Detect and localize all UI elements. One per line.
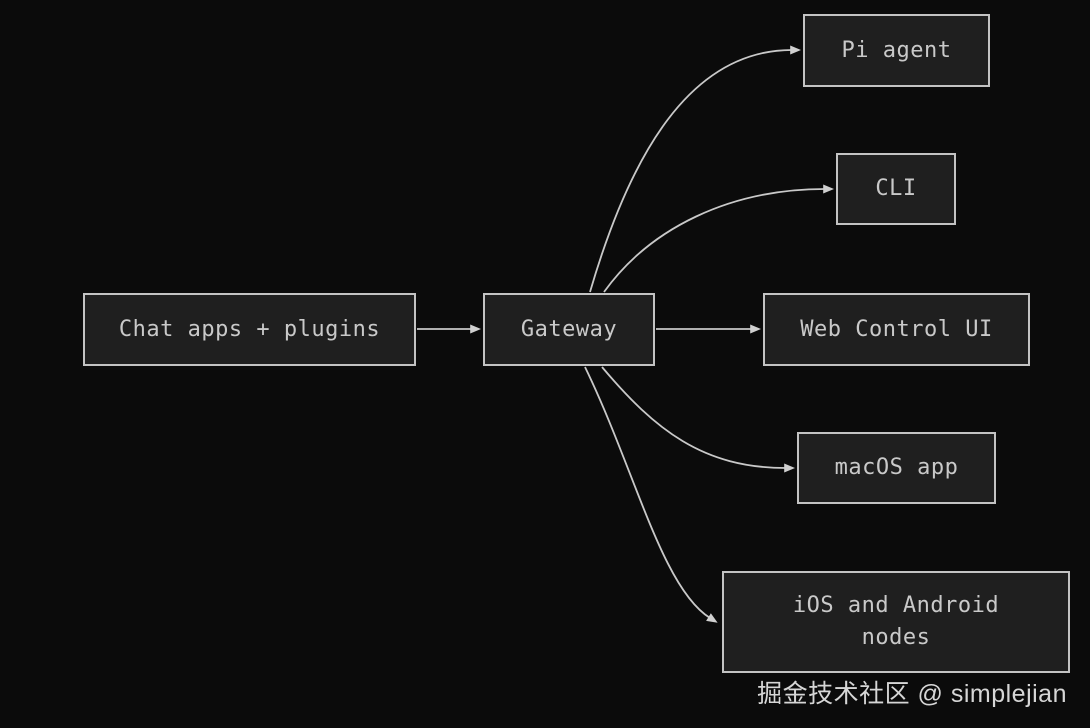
node-cli: CLI	[836, 153, 956, 225]
edge-gateway-to-macos-app	[601, 366, 795, 473]
node-gateway: Gateway	[483, 293, 655, 366]
node-pi-agent: Pi agent	[803, 14, 990, 87]
node-macos-app: macOS app	[797, 432, 996, 504]
node-ios-android-nodes: iOS and Android nodes	[722, 571, 1070, 673]
node-chat-apps-plugins: Chat apps + plugins	[83, 293, 416, 366]
watermark: 掘金技术社区 @ simplejian	[757, 680, 1067, 708]
node-web-control-ui: Web Control UI	[763, 293, 1030, 366]
edge-gateway-to-pi-agent	[589, 45, 801, 293]
edge-gateway-to-cli	[603, 184, 834, 293]
edge-gateway-to-mobile-nodes	[584, 366, 718, 623]
